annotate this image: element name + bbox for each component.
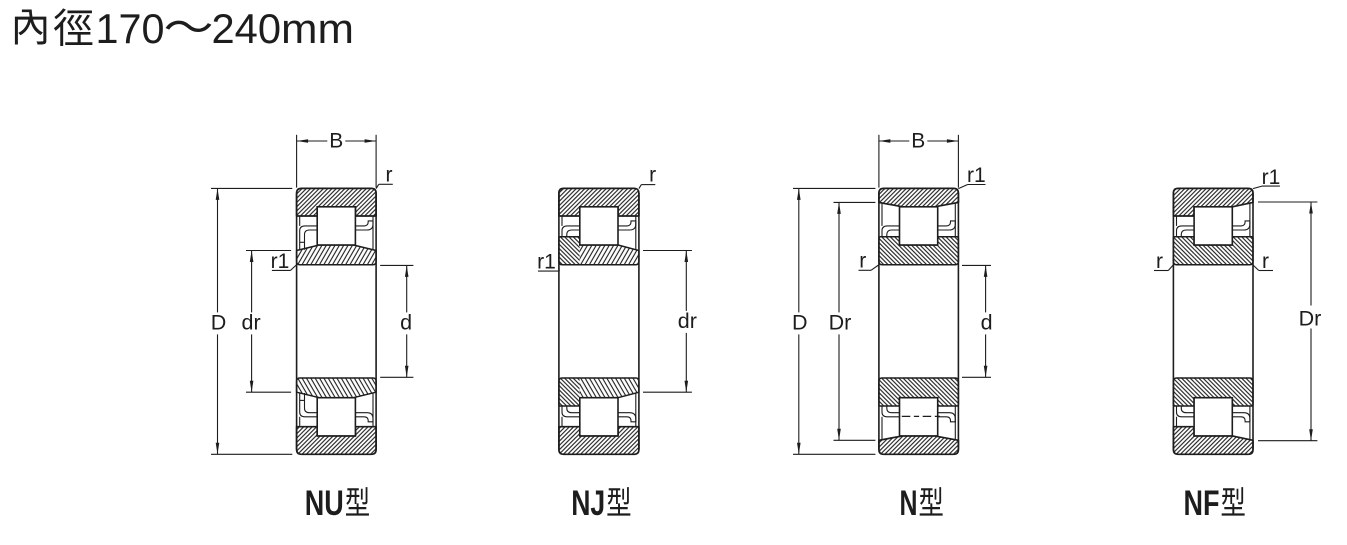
svg-text:240: 240 bbox=[212, 5, 282, 52]
svg-text:mm: mm bbox=[281, 5, 354, 52]
svg-text:B: B bbox=[329, 130, 343, 153]
svg-text:NU: NU bbox=[305, 484, 344, 523]
svg-text:170: 170 bbox=[96, 5, 165, 52]
svg-text:NJ: NJ bbox=[571, 484, 605, 523]
svg-text:r1: r1 bbox=[967, 164, 986, 187]
svg-text:dr: dr bbox=[242, 311, 261, 335]
svg-text:r: r bbox=[1156, 250, 1163, 273]
svg-text:r1: r1 bbox=[271, 250, 290, 273]
svg-text:dr: dr bbox=[678, 309, 697, 333]
svg-text:D: D bbox=[792, 311, 808, 335]
svg-text:r1: r1 bbox=[537, 250, 556, 273]
svg-text:r: r bbox=[1262, 250, 1269, 273]
svg-text:r: r bbox=[859, 250, 866, 273]
svg-text:NF: NF bbox=[1184, 484, 1220, 523]
svg-text:r: r bbox=[649, 164, 656, 187]
svg-text:Dr: Dr bbox=[1299, 307, 1322, 331]
svg-text:d: d bbox=[400, 311, 412, 335]
svg-text:r: r bbox=[386, 164, 393, 187]
svg-text:N: N bbox=[900, 484, 918, 523]
svg-text:B: B bbox=[911, 130, 925, 153]
svg-text:D: D bbox=[211, 311, 227, 335]
svg-text:Dr: Dr bbox=[829, 311, 852, 335]
svg-text:d: d bbox=[981, 311, 993, 335]
svg-text:r1: r1 bbox=[1262, 166, 1281, 189]
